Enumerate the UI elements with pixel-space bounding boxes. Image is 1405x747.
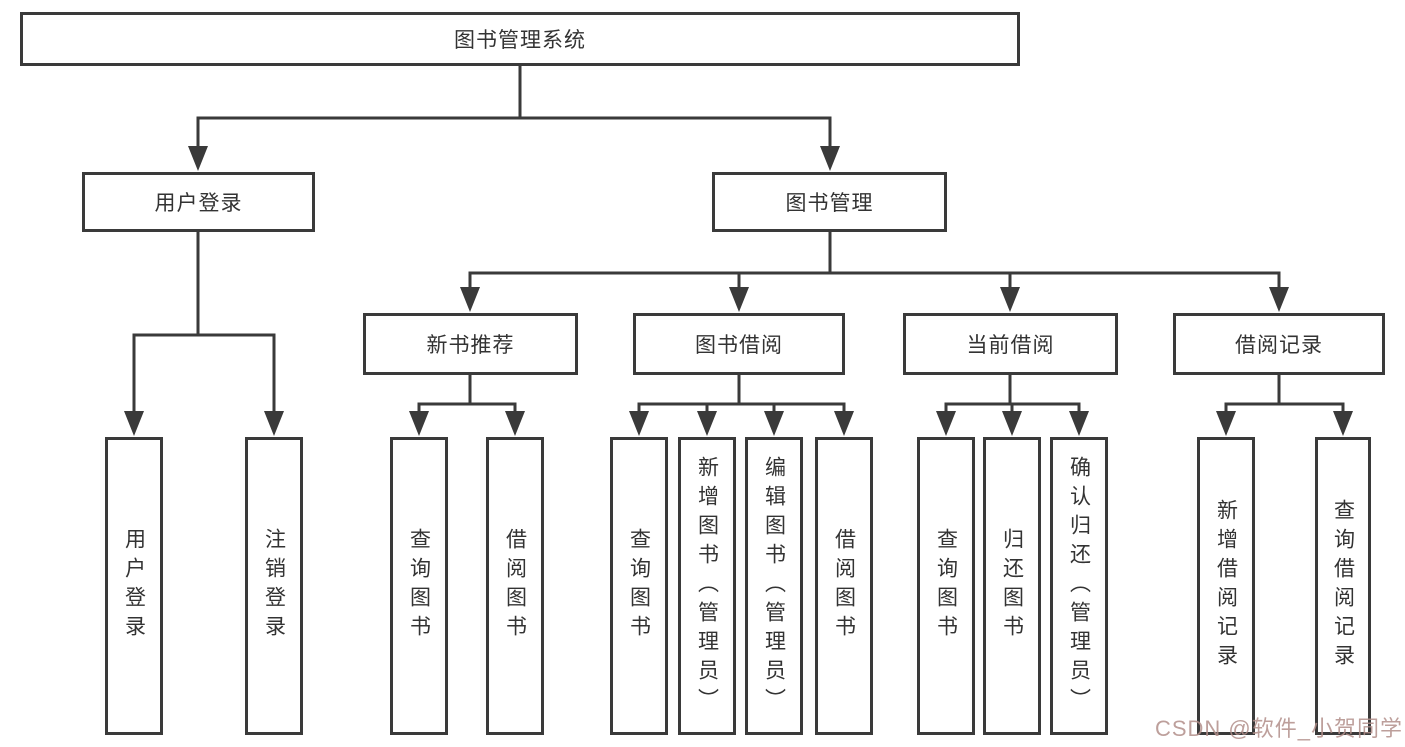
leaf-label: 归还图书	[1000, 528, 1024, 644]
leaf-label: 查询图书	[934, 528, 958, 644]
node-new-book-recommend: 新书推荐	[363, 313, 578, 375]
leaf-confirm-return-admin: 确认归还（管理员）	[1050, 437, 1108, 735]
leaf-logout: 注销登录	[245, 437, 303, 735]
arrowheads	[124, 146, 1353, 436]
leaf-edit-book-admin: 编辑图书（管理员）	[745, 437, 803, 735]
leaf-label: 新增图书（管理员）	[695, 455, 719, 717]
leaf-user-login: 用户登录	[105, 437, 163, 735]
leaf-label: 借阅图书	[832, 528, 856, 644]
leaf-query-books-borrow: 查询图书	[610, 437, 668, 735]
node-library-management-system: 图书管理系统	[20, 12, 1020, 66]
leaf-borrow-books: 借阅图书	[815, 437, 873, 735]
leaf-query-books-current: 查询图书	[917, 437, 975, 735]
leaf-query-books-recommend: 查询图书	[390, 437, 448, 735]
leaf-query-borrow-record: 查询借阅记录	[1315, 437, 1371, 735]
node-book-management: 图书管理	[712, 172, 947, 232]
leaf-label: 确认归还（管理员）	[1067, 455, 1091, 717]
leaf-label: 新增借阅记录	[1214, 499, 1238, 673]
node-user-login: 用户登录	[82, 172, 315, 232]
leaf-label: 注销登录	[262, 528, 286, 644]
leaf-borrow-books-recommend: 借阅图书	[486, 437, 544, 735]
leaf-label: 借阅图书	[503, 528, 527, 644]
leaf-label: 查询图书	[627, 528, 651, 644]
leaf-return-books: 归还图书	[983, 437, 1041, 735]
leaf-add-borrow-record: 新增借阅记录	[1197, 437, 1255, 735]
leaf-add-book-admin: 新增图书（管理员）	[678, 437, 736, 735]
node-current-borrow: 当前借阅	[903, 313, 1118, 375]
leaf-label: 查询图书	[407, 528, 431, 644]
leaf-label: 用户登录	[122, 528, 146, 644]
node-book-borrow: 图书借阅	[633, 313, 845, 375]
leaf-label: 编辑图书（管理员）	[762, 455, 786, 717]
leaf-label: 查询借阅记录	[1331, 499, 1355, 673]
node-borrow-records: 借阅记录	[1173, 313, 1385, 375]
